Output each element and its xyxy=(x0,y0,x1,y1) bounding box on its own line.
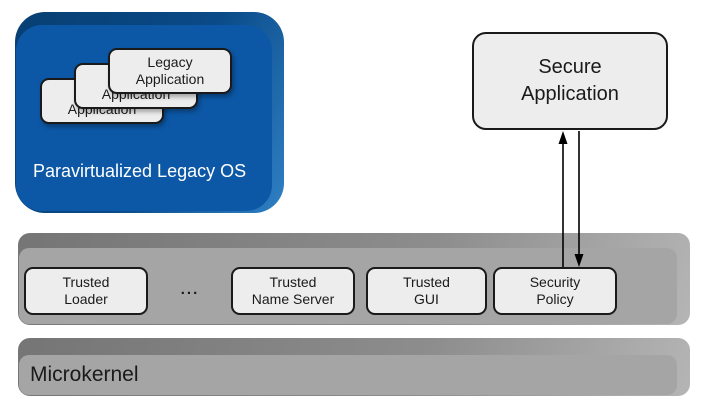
component-label: Security xyxy=(529,274,581,290)
secure-application-box: Secure Application xyxy=(472,32,668,130)
ellipsis: ... xyxy=(180,281,200,298)
microkernel-bar-face xyxy=(19,355,677,395)
component-security-policy: Security Policy xyxy=(493,267,617,315)
component-label: Loader xyxy=(64,291,108,307)
legacy-app-label: Application xyxy=(135,71,205,87)
component-label: Trusted xyxy=(62,274,110,290)
legacy-app-label: Legacy xyxy=(147,54,193,70)
secure-application-label: Application xyxy=(521,83,619,105)
legacy-app-box: Legacy Application xyxy=(108,48,232,94)
component-label: Policy xyxy=(536,291,574,307)
arrow-down-icon xyxy=(574,131,584,267)
secure-application-label: Secure xyxy=(538,56,602,78)
component-label: Trusted xyxy=(269,274,317,290)
component-label: Trusted xyxy=(403,274,450,290)
component-label: GUI xyxy=(414,291,439,307)
arrow-up-icon xyxy=(558,131,568,267)
microkernel-bar xyxy=(18,338,690,396)
ipc-arrows xyxy=(558,131,584,267)
component-trusted-gui: Trusted GUI xyxy=(366,267,487,315)
component-trusted-name-server: Trusted Name Server xyxy=(231,267,355,315)
legacy-os-label: Paravirtualized Legacy OS xyxy=(33,161,247,181)
component-trusted-loader: Trusted Loader xyxy=(24,267,148,315)
component-label: Name Server xyxy=(251,291,335,307)
microkernel-label: Microkernel xyxy=(30,363,139,386)
